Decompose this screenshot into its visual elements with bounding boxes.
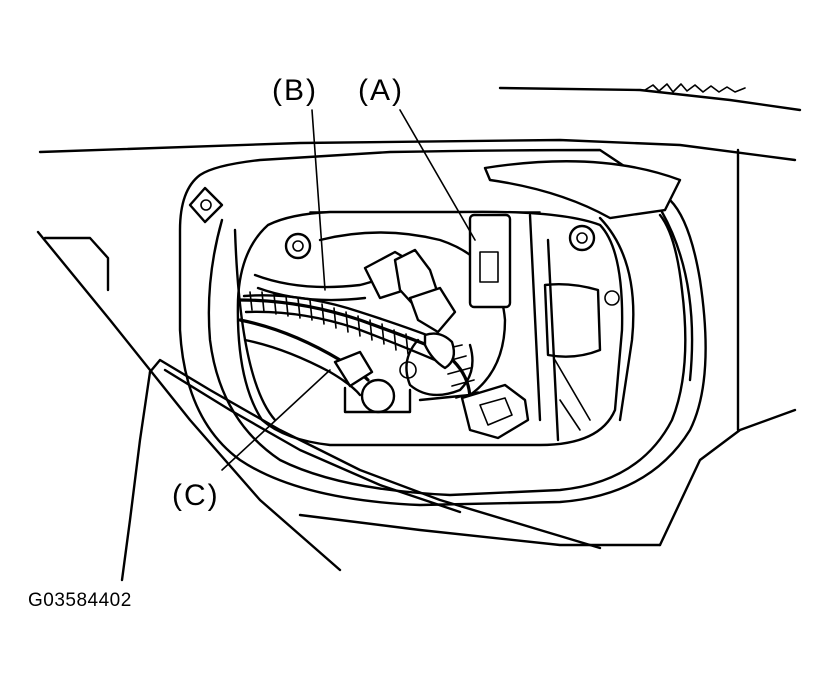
leader-line-c (221, 369, 331, 471)
mounting-screw (188, 186, 224, 224)
wiring-harness (238, 291, 530, 440)
upper-hose (253, 248, 457, 370)
body-panel-outline (38, 83, 802, 547)
callout-label-c: (C) (172, 479, 220, 512)
leader-lines (221, 109, 476, 471)
service-opening (236, 210, 624, 447)
fuel-pump-assembly (318, 213, 602, 442)
leader-line-a (399, 109, 476, 241)
leader-line-b (311, 109, 326, 291)
access-cover-recess (178, 148, 707, 507)
lower-trim-panel (36, 230, 602, 582)
fuel-hose-c (238, 318, 412, 414)
figure-code: G03584402 (28, 590, 132, 611)
callout-label-a: (A) (358, 74, 404, 107)
bracket (483, 160, 694, 422)
callout-label-b: (B) (272, 74, 318, 107)
